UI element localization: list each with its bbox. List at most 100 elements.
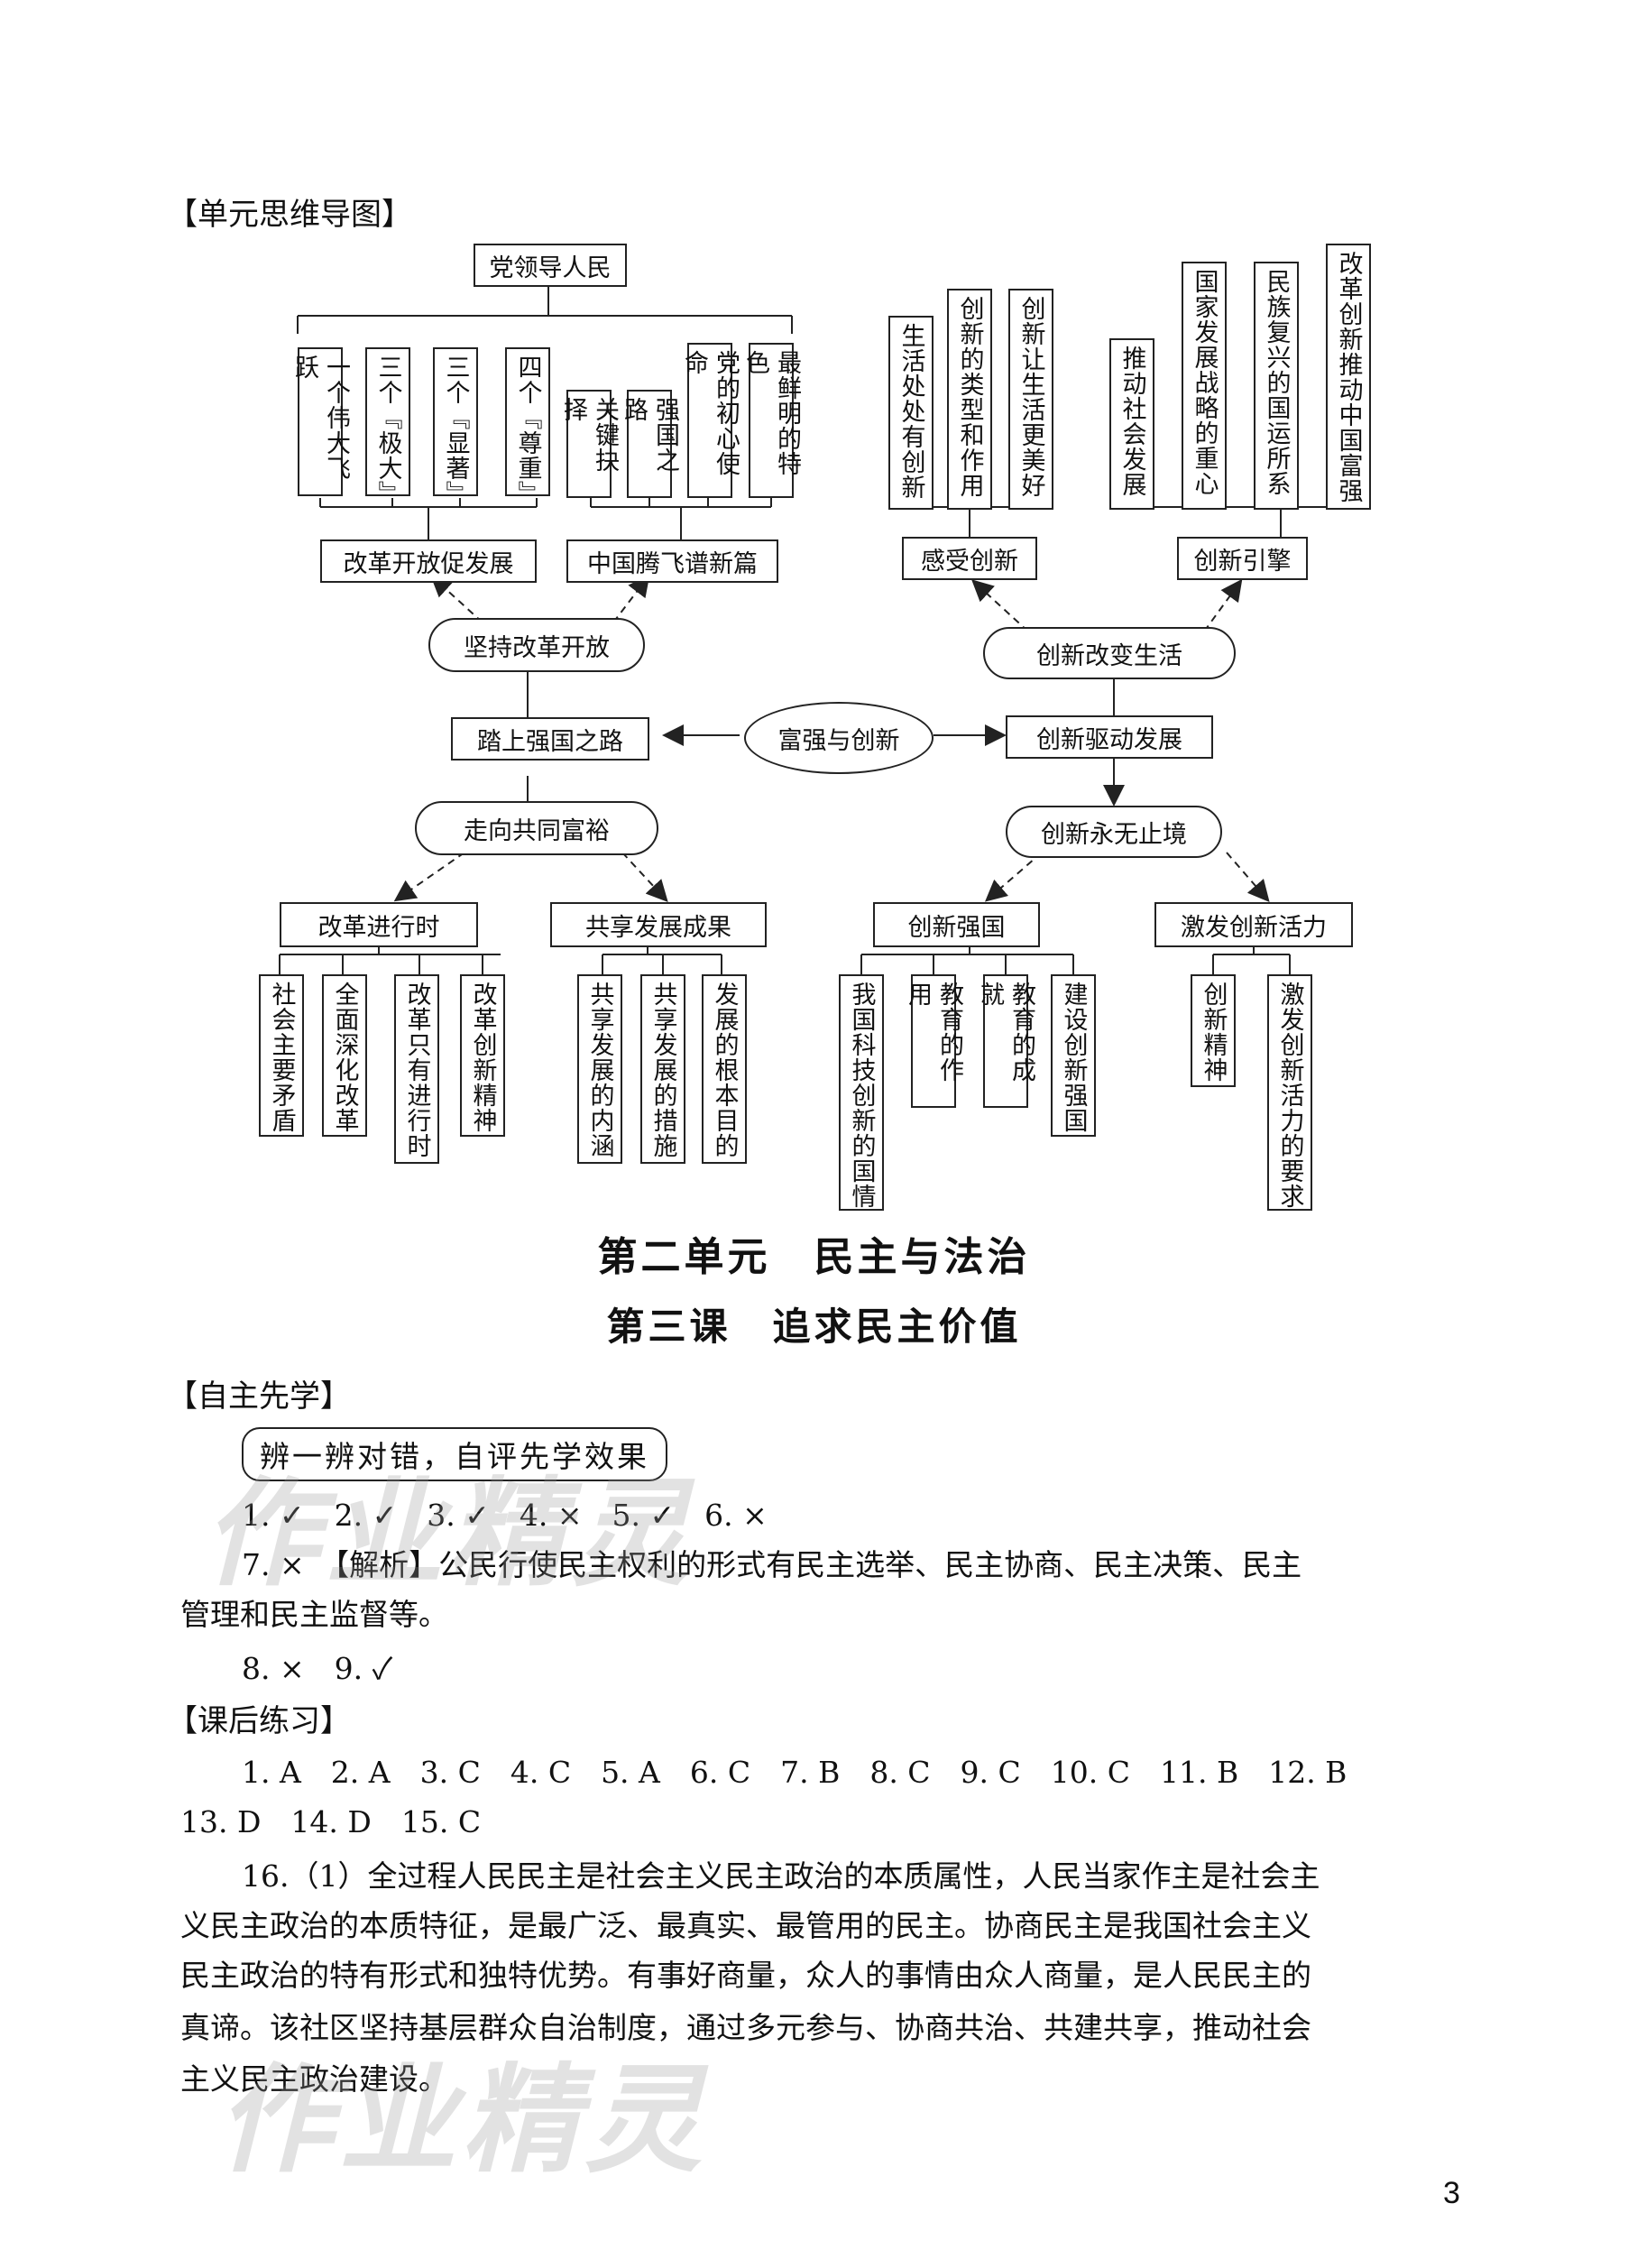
- after-answers-2: 13. D 14. D 15. C: [180, 1804, 482, 1839]
- node-label: 一个伟大飞跃: [290, 355, 350, 481]
- node-label: 教育的作用: [904, 982, 963, 1083]
- node-label: 创新永无止境: [1041, 820, 1187, 849]
- vnode-rt-1: 生活处处有创新: [888, 316, 934, 510]
- node-label: 感受创新: [921, 547, 1018, 576]
- vnode-7: 党的初心使命: [680, 343, 740, 498]
- self-answers-4: 8. × 9. ✓: [242, 1651, 393, 1686]
- mindmap-connectors: [279, 287, 1348, 974]
- node-label: 富强与创新: [777, 726, 900, 755]
- node-label: 坚持改革开放: [464, 633, 610, 662]
- node-label: 创新精神: [1199, 982, 1228, 1083]
- node-party-leads: 党领导人民: [474, 244, 627, 287]
- node-label: 共享发展的内涵: [585, 982, 614, 1158]
- vnode-rt-5: 国家发展战略的重心: [1182, 262, 1227, 510]
- node-label: 强国之路: [620, 397, 679, 473]
- node-label: 激发创新活力的要求: [1275, 982, 1304, 1209]
- vnode-rt-4: 推动社会发展: [1109, 338, 1154, 510]
- node-label: 创新强国: [907, 913, 1006, 942]
- node-label: 创新驱动发展: [1036, 725, 1182, 754]
- vnode-1: 一个伟大飞跃: [290, 347, 350, 496]
- node-label: 教育的成就: [976, 982, 1035, 1083]
- vnode-rt-6: 民族复兴的国运所系: [1254, 262, 1299, 510]
- vnode-rt-7: 改革创新推动中国富强: [1326, 244, 1371, 510]
- node-strong-country: 创新强国: [873, 902, 1040, 947]
- node-center: 富强与创新: [744, 702, 934, 774]
- node-label: 创新的类型和作用: [955, 296, 984, 498]
- node-label: 三个『极大』: [373, 355, 402, 506]
- vnode-8: 最鲜明的特色: [741, 343, 801, 498]
- vnode-br-6: 激发创新活力的要求: [1267, 974, 1312, 1211]
- vnode-bl-2: 全面深化改革: [322, 974, 367, 1137]
- node-label: 四个『尊重』: [513, 355, 542, 506]
- vnode-br-2: 教育的作用: [904, 974, 963, 1108]
- page-number: 3: [1443, 2176, 1460, 2210]
- vnode-br-1: 我国科技创新的国情: [839, 974, 884, 1211]
- node-label: 国家发展战略的重心: [1190, 269, 1219, 496]
- node-china-fly: 中国腾飞谱新篇: [566, 539, 778, 583]
- node-label: 三个『显著』: [441, 355, 470, 506]
- node-label: 党的初心使命: [680, 350, 740, 476]
- node-label: 生活处处有创新: [897, 323, 925, 500]
- node-reform-now: 改革进行时: [280, 902, 478, 947]
- after-paragraph-4: 真谛。该社区坚持基层群众自治制度，通过多元参与、协商共治、共建共享，推动社会: [180, 2010, 1311, 2045]
- node-share-results: 共享发展成果: [550, 902, 767, 947]
- self-answers-3: 管理和民主监督等。: [180, 1597, 448, 1632]
- node-road-to-strong: 踏上强国之路: [451, 717, 649, 761]
- cloud-common-wealth: 走向共同富裕: [415, 801, 658, 855]
- vnode-3: 三个『显著』: [433, 347, 478, 506]
- vnode-5: 关键抉择: [559, 390, 619, 498]
- node-label: 党领导人民: [489, 254, 612, 282]
- node-label: 建设创新强国: [1059, 982, 1088, 1133]
- vnode-4: 四个『尊重』: [505, 347, 550, 506]
- vnode-br-5: 创新精神: [1191, 974, 1236, 1087]
- after-answers-1: 1. A 2. A 3. C 4. C 5. A 6. C 7. B 8. C …: [242, 1755, 1347, 1790]
- self-answers-2: 7. × 【解析】公民行使民主权利的形式有民主选举、民主协商、民主决策、民主: [242, 1547, 1302, 1582]
- node-label: 改革只有进行时: [402, 982, 431, 1158]
- vnode-6: 强国之路: [620, 390, 679, 498]
- node-label: 推动社会发展: [1118, 346, 1146, 497]
- node-label: 我国科技创新的国情: [847, 982, 876, 1209]
- node-label: 创新改变生活: [1036, 641, 1182, 670]
- node-label: 改革创新推动中国富强: [1334, 251, 1363, 503]
- vnode-bm-3: 发展的根本目的: [702, 974, 747, 1164]
- watermark-top: 作业精灵: [203, 1465, 694, 1602]
- node-label: 创新让生活更美好: [1016, 296, 1045, 498]
- self-answers-1: 1. ✓ 2. ✓ 3. ✓ 4. × 5. ✓ 6. ×: [242, 1498, 768, 1533]
- node-label: 共享发展的措施: [648, 982, 677, 1158]
- node-feel-innovation: 感受创新: [902, 537, 1037, 580]
- vnode-br-4: 建设创新强国: [1051, 974, 1096, 1137]
- after-paragraph-5: 主义民主政治建设。: [180, 2061, 448, 2097]
- node-label: 社会主要矛盾: [267, 982, 296, 1133]
- vnode-bm-2: 共享发展的措施: [640, 974, 685, 1164]
- after-paragraph-1: 16.（1）全过程人民民主是社会主义民主政治的本质属性，人民当家作主是社会主: [242, 1858, 1320, 1894]
- vnode-2: 三个『极大』: [365, 347, 410, 506]
- after-paragraph-3: 民主政治的特有形式和独特优势。有事好商量，众人的事情由众人商量，是人民民主的: [180, 1958, 1311, 1993]
- node-innovation-engine: 创新引擎: [1177, 537, 1308, 580]
- node-label: 发展的根本目的: [710, 982, 739, 1158]
- node-label: 共享发展成果: [585, 913, 731, 942]
- node-label: 民族复兴的国运所系: [1262, 269, 1291, 496]
- node-label: 改革创新精神: [468, 982, 497, 1133]
- vnode-bl-4: 改革创新精神: [460, 974, 505, 1137]
- node-label: 激发创新活力: [1181, 913, 1327, 942]
- vnode-rt-2: 创新的类型和作用: [947, 289, 992, 510]
- section-self-study-title: 【自主先学】: [167, 1378, 351, 1415]
- cloud-endless: 创新永无止境: [1006, 806, 1222, 858]
- node-innovation-drive: 创新驱动发展: [1006, 715, 1213, 759]
- node-label: 走向共同富裕: [464, 816, 610, 845]
- vnode-bm-1: 共享发展的内涵: [577, 974, 622, 1164]
- node-label: 全面深化改革: [330, 982, 359, 1133]
- node-label: 关键抉择: [559, 397, 619, 473]
- node-label: 踏上强国之路: [477, 727, 623, 756]
- unit-heading: 第二单元 民主与法治: [597, 1234, 1031, 1280]
- watermark-bottom: 作业精灵: [216, 2051, 708, 2189]
- vnode-rt-3: 创新让生活更美好: [1008, 289, 1053, 510]
- cloud-change-life: 创新改变生活: [983, 627, 1236, 679]
- node-label: 改革进行时: [317, 913, 440, 942]
- node-stimulate: 激发创新活力: [1154, 902, 1353, 947]
- node-label: 改革开放促发展: [343, 549, 514, 578]
- node-label: 中国腾飞谱新篇: [587, 549, 758, 578]
- section-after-class-title: 【课后练习】: [167, 1703, 351, 1739]
- node-reform-development: 改革开放促发展: [320, 539, 537, 583]
- lesson-heading: 第三课 追求民主价值: [606, 1305, 1022, 1349]
